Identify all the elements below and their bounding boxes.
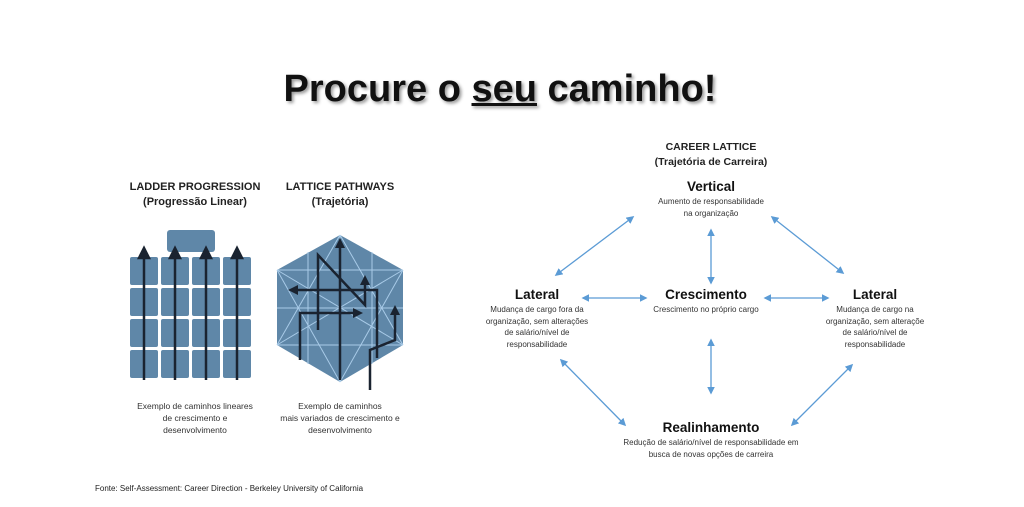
ladder-arrowhead <box>229 245 245 260</box>
title-emphasis: seu <box>471 68 537 110</box>
arrow-lateral-left-realignment <box>559 358 627 427</box>
ladder-arrowhead <box>167 245 183 260</box>
lattice-hexagon <box>276 234 404 390</box>
lattice-heading: LATTICE PATHWAYS(Trajetória) <box>285 181 395 208</box>
source-note: Fonte: Self-Assessment: Career Direction… <box>95 484 364 493</box>
arrow-vertical-lateral-right <box>770 216 845 274</box>
ladder-diagram <box>130 230 251 380</box>
arrow-vertical-lateral-left <box>554 216 635 276</box>
career-lattice-heading: CAREER LATTICE(Trajetória de Carreira) <box>654 141 768 168</box>
title-text-end: caminho! <box>536 68 717 110</box>
ladder-arrowhead <box>198 245 214 260</box>
ladder-arrowhead <box>136 245 152 260</box>
arrow-lateral-right-realignment <box>790 363 854 427</box>
ladder-heading: LADDER PROGRESSION(Progressão Linear) <box>129 181 261 208</box>
title-text: Procure o <box>283 68 472 110</box>
slide-title: Procure o seu caminho! <box>0 68 1000 111</box>
